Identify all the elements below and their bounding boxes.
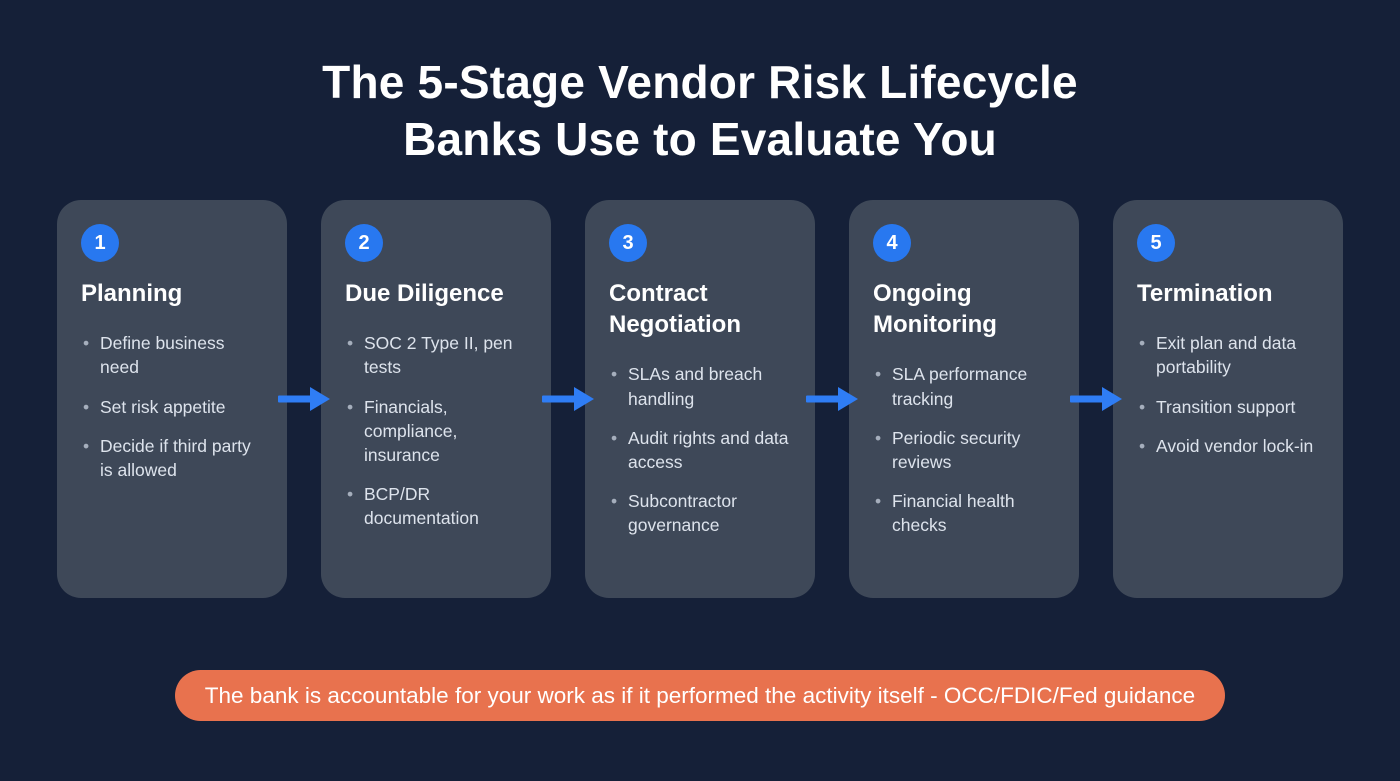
- stage-title: Due Diligence: [345, 280, 504, 308]
- stages-row: 1 Planning Define business need Set risk…: [0, 200, 1400, 599]
- stage-bullet: SOC 2 Type II, pen tests: [345, 331, 529, 379]
- stage-bullet: Decide if third party is allowed: [81, 434, 265, 482]
- stage-title: Planning: [81, 280, 183, 308]
- stage-card-contract-negotiation: 3 Contract Negotiation SLAs and breach h…: [585, 200, 815, 599]
- guidance-banner-wrap: The bank is accountable for your work as…: [0, 670, 1400, 722]
- stage-title: Ongoing Monitoring: [873, 280, 997, 339]
- stage-bullet-list: SLAs and breach handling Audit rights an…: [609, 362, 793, 537]
- stage-card-planning: 1 Planning Define business need Set risk…: [57, 200, 287, 599]
- stage-bullet-list: SLA performance tracking Periodic securi…: [873, 362, 1057, 537]
- stage-bullet-list: Define business need Set risk appetite D…: [81, 331, 265, 482]
- arrow-right-icon: [542, 385, 594, 413]
- stage-bullet: SLA performance tracking: [873, 362, 1057, 410]
- stage-number-badge: 5: [1137, 224, 1175, 263]
- stage-bullet: Financial health checks: [873, 489, 1057, 537]
- stage-bullet: Define business need: [81, 331, 265, 379]
- stage-bullet: Audit rights and data access: [609, 426, 793, 474]
- stage-card-termination: 5 Termination Exit plan and data portabi…: [1113, 200, 1343, 599]
- stage-card-ongoing-monitoring: 4 Ongoing Monitoring SLA performance tra…: [849, 200, 1079, 599]
- stage-title: Termination: [1137, 280, 1273, 308]
- stage-bullet-list: Exit plan and data portability Transitio…: [1137, 331, 1321, 458]
- stage-title: Contract Negotiation: [609, 280, 741, 339]
- arrow-right-icon: [278, 385, 330, 413]
- stage-bullet-list: SOC 2 Type II, pen tests Financials, com…: [345, 331, 529, 530]
- stage-bullet: Avoid vendor lock-in: [1137, 434, 1321, 458]
- stage-bullet: BCP/DR documentation: [345, 482, 529, 530]
- stage-bullet: SLAs and breach handling: [609, 362, 793, 410]
- stage-number-badge: 4: [873, 224, 911, 263]
- stage-number-badge: 1: [81, 224, 119, 263]
- arrow-right-icon: [806, 385, 858, 413]
- stage-bullet: Transition support: [1137, 395, 1321, 419]
- guidance-banner: The bank is accountable for your work as…: [174, 670, 1226, 722]
- stage-bullet: Subcontractor governance: [609, 489, 793, 537]
- page-title-line2: Banks Use to Evaluate You: [403, 113, 997, 166]
- arrow-right-icon: [1070, 385, 1122, 413]
- stage-card-due-diligence: 2 Due Diligence SOC 2 Type II, pen tests…: [321, 200, 551, 599]
- stage-number-badge: 2: [345, 224, 383, 263]
- stage-bullet: Financials, compliance, insurance: [345, 395, 529, 467]
- page-title-line1: The 5-Stage Vendor Risk Lifecycle: [322, 56, 1078, 108]
- stage-bullet: Exit plan and data portability: [1137, 331, 1321, 379]
- stage-bullet: Periodic security reviews: [873, 426, 1057, 474]
- stage-number-badge: 3: [609, 224, 647, 263]
- stage-bullet: Set risk appetite: [81, 395, 265, 419]
